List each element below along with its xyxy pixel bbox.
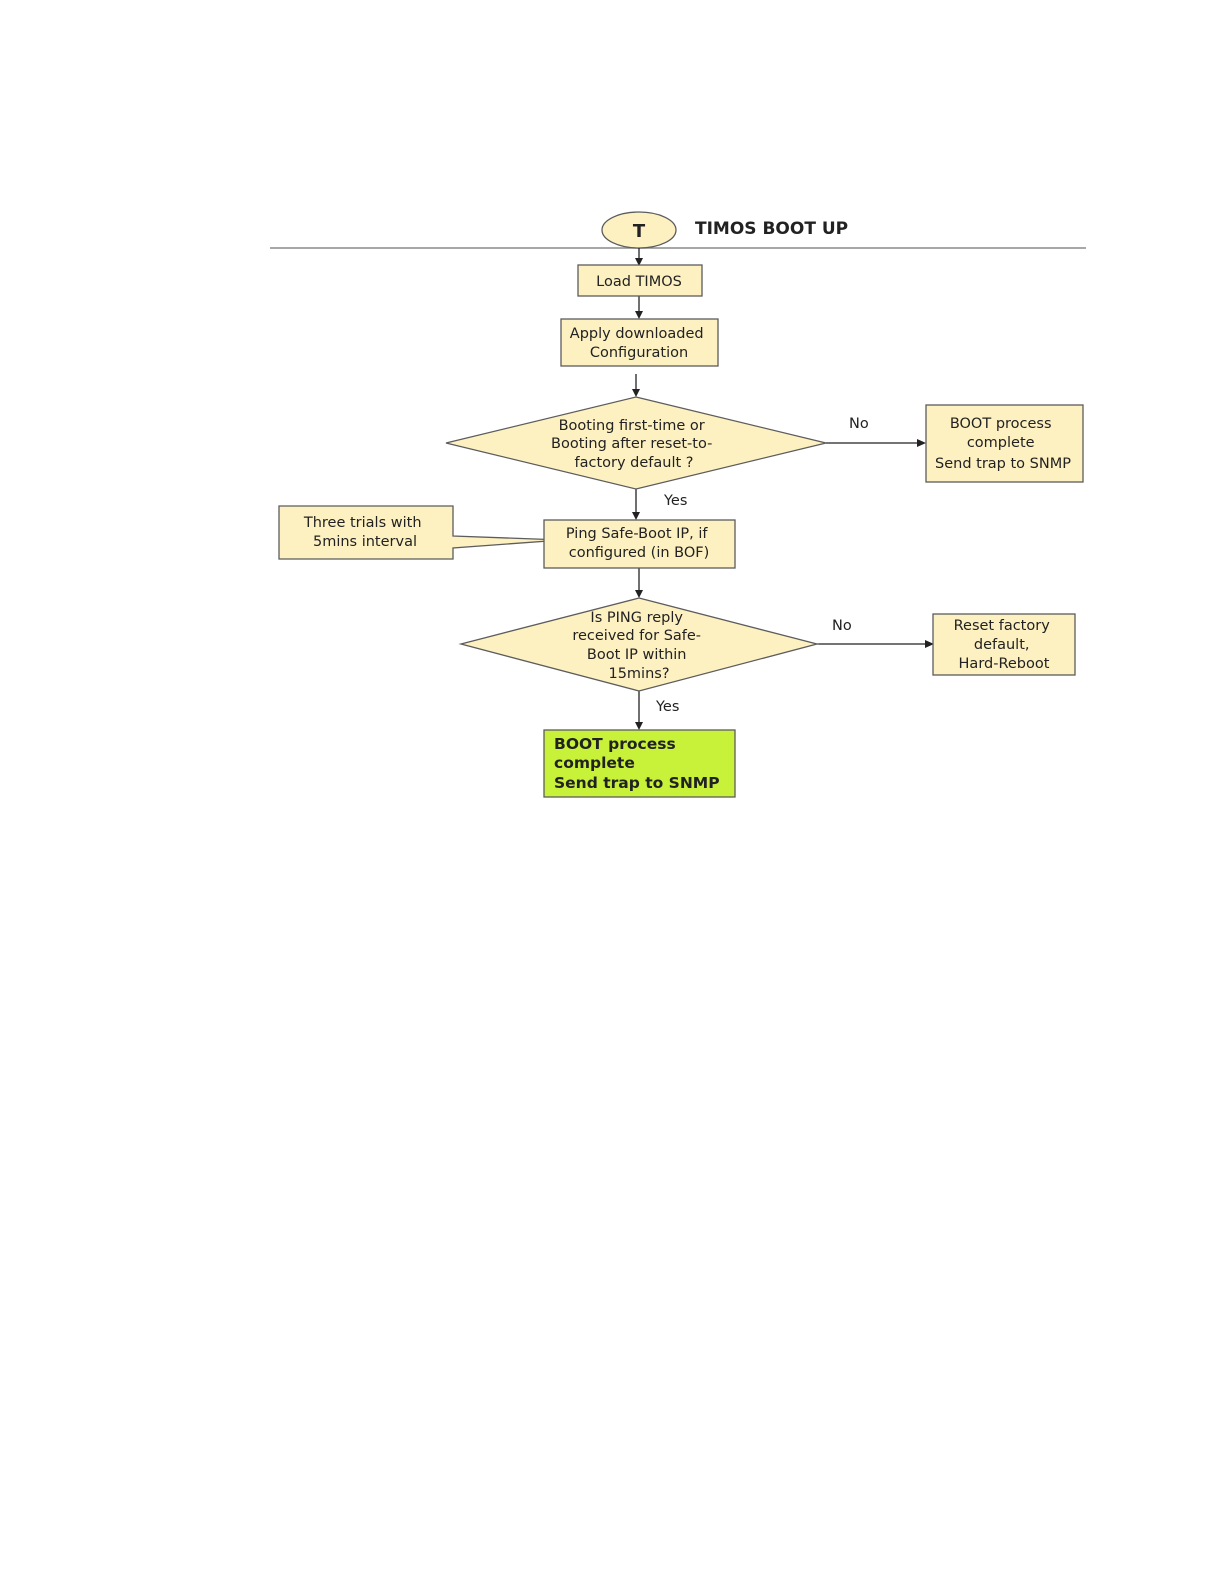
start-terminator: T: [601, 211, 677, 249]
boot-complete-no-label: BOOT process complete Send trap to SNMP: [935, 416, 1071, 472]
arrowhead: [632, 512, 640, 520]
ping-safe-boot-box: Ping Safe-Boot IP, if configured (in BOF…: [543, 519, 736, 569]
reset-factory-line-3: Hard-Reboot: [959, 656, 1050, 672]
reset-factory-label: Reset factory default, Hard-Reboot: [954, 618, 1055, 672]
decision-first-boot-line-1: Booting first-time or: [559, 418, 705, 434]
ping-safe-boot-line-1: Ping Safe-Boot IP, if: [566, 526, 709, 542]
arrowhead: [635, 311, 643, 319]
label-yes-2: Yes: [655, 699, 679, 715]
boot-complete-final-box: BOOT process complete Send trap to SNMP: [543, 729, 736, 798]
boot-complete-no-line-2: complete: [967, 435, 1035, 451]
decision-ping-line-1: Is PING reply: [590, 610, 683, 626]
decision-ping-label: Is PING reply received for Safe- Boot IP…: [572, 610, 705, 682]
boot-complete-no-line-1: BOOT process: [950, 416, 1052, 432]
decision-first-boot-label: Booting first-time or Booting after rese…: [551, 418, 717, 471]
boot-complete-final-line-2: complete: [554, 754, 635, 772]
diagram-title: TIMOS BOOT UP: [695, 219, 848, 239]
decision-first-boot-line-3: factory default ?: [575, 455, 694, 471]
arrowhead: [632, 389, 640, 397]
load-timos-box: Load TIMOS: [577, 264, 703, 297]
boot-complete-no-line-3: Send trap to SNMP: [935, 456, 1071, 472]
boot-complete-final-label: BOOT process complete Send trap to SNMP: [554, 735, 720, 792]
decision-first-boot-line-2: Booting after reset-to-: [551, 436, 712, 452]
label-yes-1: Yes: [663, 493, 687, 509]
reset-factory-box: Reset factory default, Hard-Reboot: [932, 613, 1076, 676]
arrowhead: [635, 258, 643, 266]
apply-config-line-1: Apply downloaded: [570, 326, 704, 342]
reset-factory-line-2: default,: [974, 637, 1030, 653]
trials-note-label: Three trials with 5mins interval: [303, 515, 426, 550]
load-timos-label: Load TIMOS: [596, 274, 682, 290]
trials-callout: Three trials with 5mins interval: [278, 505, 563, 560]
apply-config-line-2: Configuration: [590, 345, 688, 361]
decision-ping-line-4: 15mins?: [608, 666, 669, 682]
start-symbol: T: [633, 221, 646, 242]
arrowhead: [925, 640, 934, 648]
trials-note-line-2: 5mins interval: [313, 534, 417, 550]
arrowhead: [635, 590, 643, 598]
boot-complete-final-line-1: BOOT process: [554, 735, 676, 753]
arrowhead: [917, 439, 926, 447]
connectors: [632, 248, 934, 730]
arrowhead: [635, 722, 643, 730]
decision-ping-line-3: Boot IP within: [587, 647, 687, 663]
decision-ping-line-2: received for Safe-: [572, 628, 701, 644]
boot-complete-final-line-3: Send trap to SNMP: [554, 774, 720, 792]
ping-safe-boot-label: Ping Safe-Boot IP, if configured (in BOF…: [566, 526, 712, 561]
boot-complete-no-box: BOOT process complete Send trap to SNMP: [925, 404, 1084, 483]
ping-safe-boot-line-2: configured (in BOF): [569, 545, 710, 561]
decision-ping-reply: Is PING reply received for Safe- Boot IP…: [458, 597, 820, 692]
trials-note-line-1: Three trials with: [303, 515, 422, 531]
label-no-1: No: [849, 416, 869, 432]
label-no-2: No: [832, 618, 852, 634]
reset-factory-line-1: Reset factory: [954, 618, 1051, 634]
apply-config-box: Apply downloaded Configuration: [560, 318, 719, 367]
apply-config-label: Apply downloaded Configuration: [570, 326, 708, 361]
decision-first-boot: Booting first-time or Booting after rese…: [445, 396, 827, 490]
